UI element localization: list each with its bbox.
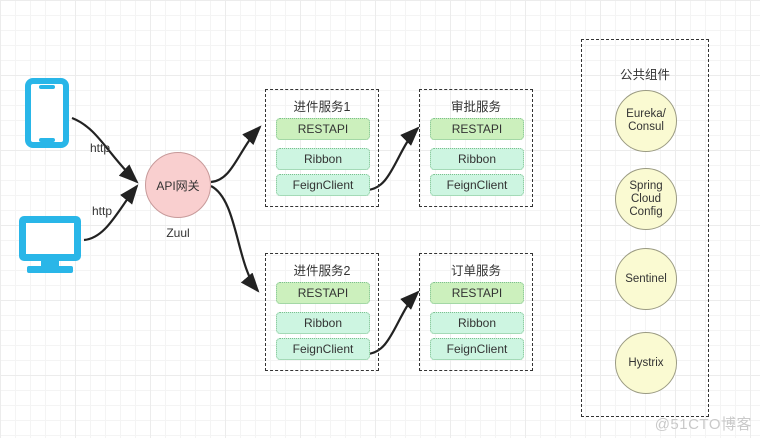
common-component-spring-cloud-config[interactable]: Spring Cloud Config	[615, 168, 677, 230]
component-line: Hystrix	[628, 356, 664, 369]
http-label-phone: http	[90, 141, 111, 155]
component-line: Eureka/	[626, 108, 666, 120]
monitor-icon	[19, 216, 81, 261]
service-group-intake-service-2[interactable]: 进件服务2 RESTAPI Ribbon FeignClient	[265, 253, 379, 371]
service-chip-feignclient[interactable]: FeignClient	[430, 174, 524, 196]
common-component-hystrix[interactable]: Hystrix	[615, 332, 677, 394]
service-group-intake-service-1[interactable]: 进件服务1 RESTAPI Ribbon FeignClient	[265, 89, 379, 207]
component-line: Cloud	[630, 192, 662, 205]
component-line: Config	[629, 205, 663, 218]
api-gateway-label: API网关	[156, 178, 200, 193]
service-title: 进件服务2	[293, 264, 351, 278]
common-components-title: 公共组件	[619, 68, 670, 82]
service-title: 审批服务	[450, 100, 501, 114]
service-chip-restapi[interactable]: RESTAPI	[276, 282, 370, 304]
service-chip-feignclient[interactable]: FeignClient	[276, 174, 370, 196]
service-chip-restapi[interactable]: RESTAPI	[430, 282, 524, 304]
watermark: @51CTO博客	[654, 416, 752, 433]
smartphone-icon	[25, 78, 69, 148]
monitor-stand-icon	[41, 260, 59, 268]
edge-gateway-to-intake-2	[210, 185, 260, 293]
service-chip-ribbon[interactable]: Ribbon	[276, 312, 370, 334]
http-label-desktop: http	[92, 204, 113, 218]
service-title: 进件服务1	[293, 100, 351, 114]
api-gateway-node[interactable]: API网关	[145, 152, 211, 218]
smartphone-home-icon	[39, 138, 55, 142]
common-component-eureka-consul[interactable]: Eureka/ Consul	[615, 90, 677, 152]
service-chip-restapi[interactable]: RESTAPI	[276, 118, 370, 140]
service-title: 订单服务	[450, 264, 501, 278]
service-chip-restapi[interactable]: RESTAPI	[430, 118, 524, 140]
component-line: Spring	[629, 179, 663, 192]
service-chip-ribbon[interactable]: Ribbon	[430, 312, 524, 334]
service-group-approval-service[interactable]: 审批服务 RESTAPI Ribbon FeignClient	[419, 89, 533, 207]
component-line: Sentinel	[625, 272, 667, 285]
api-gateway-implementation: Zuul	[166, 226, 190, 240]
service-group-order-service[interactable]: 订单服务 RESTAPI Ribbon FeignClient	[419, 253, 533, 371]
monitor-base-icon	[27, 266, 73, 273]
common-components-panel[interactable]: 公共组件 Eureka/ Consul Spring Cloud Config …	[581, 39, 709, 417]
component-line: Consul	[628, 121, 664, 133]
common-component-sentinel[interactable]: Sentinel	[615, 248, 677, 310]
service-chip-feignclient[interactable]: FeignClient	[276, 338, 370, 360]
service-chip-ribbon[interactable]: Ribbon	[430, 148, 524, 170]
service-chip-ribbon[interactable]: Ribbon	[276, 148, 370, 170]
smartphone-speaker-icon	[39, 85, 55, 89]
service-chip-feignclient[interactable]: FeignClient	[430, 338, 524, 360]
edge-gateway-to-intake-1	[210, 125, 262, 184]
